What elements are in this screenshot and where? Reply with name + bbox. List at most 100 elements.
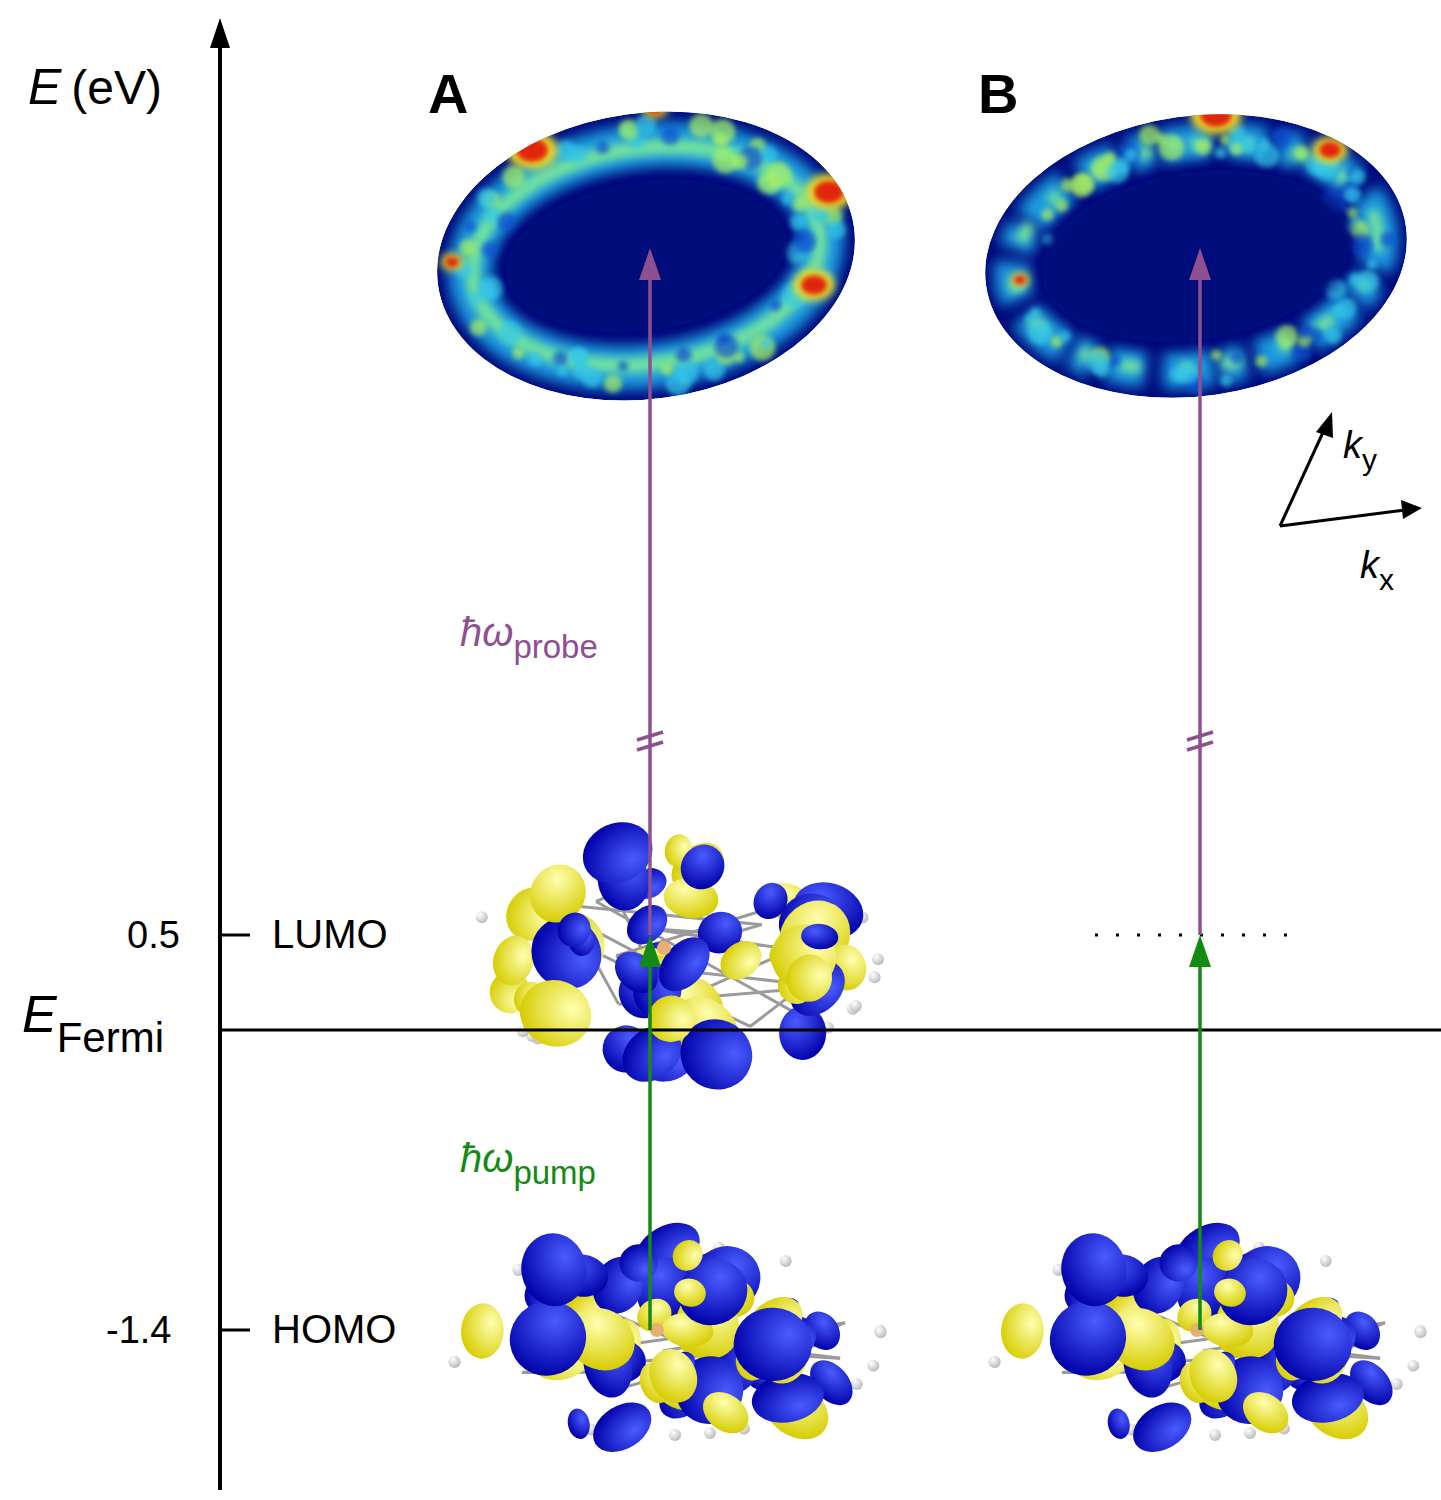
hydrogen-atom xyxy=(448,1356,460,1368)
molecular-orbital xyxy=(988,1212,1426,1462)
probe-arrow xyxy=(648,266,652,935)
fermi-label-group: EFermi xyxy=(22,988,164,1040)
orbital-lobe xyxy=(607,943,666,1001)
ky-arrowhead xyxy=(1316,412,1333,438)
intensity-speckle xyxy=(1348,168,1366,186)
orbital-lobe xyxy=(584,1392,660,1462)
intensity-speckle xyxy=(1348,272,1363,287)
panel-label: A xyxy=(428,66,468,122)
map-center xyxy=(1030,151,1363,361)
hydrogen-atom xyxy=(869,971,881,983)
hydrogen-atom xyxy=(989,1356,1001,1368)
intensity-speckle xyxy=(603,373,623,393)
intensity-speckle xyxy=(675,346,693,364)
axis-label-group: E(eV) xyxy=(28,62,162,112)
hydrogen-atom xyxy=(1209,1429,1221,1441)
orbital-lobe xyxy=(1235,1383,1296,1441)
intensity-speckle xyxy=(1240,136,1257,153)
orbital-lobe xyxy=(460,1302,505,1360)
intensity-speckle xyxy=(1349,233,1375,259)
intensity-speckle xyxy=(1210,349,1222,361)
momentum-axis-label-group: kx xyxy=(1360,546,1394,584)
intensity-hotspot xyxy=(814,181,844,204)
intensity-hotspot xyxy=(801,275,827,295)
intensity-speckle xyxy=(1343,185,1362,204)
intensity-speckle xyxy=(1086,350,1111,375)
orbital-lobe xyxy=(695,1383,756,1441)
photon-label-group: ħωpump xyxy=(460,1138,596,1178)
metal-atom xyxy=(657,941,671,955)
intensity-speckle xyxy=(496,211,517,232)
metal-atom xyxy=(650,1323,664,1337)
map-ground xyxy=(418,85,874,427)
orbital-lobe xyxy=(672,836,734,898)
pump-arrow xyxy=(1198,953,1202,1330)
intensity-speckle xyxy=(1294,144,1309,159)
intensity-speckle xyxy=(1379,231,1396,248)
intensity-hotspot xyxy=(642,98,668,117)
intensity-speckle xyxy=(476,187,498,209)
intensity-speckle xyxy=(1330,304,1344,318)
intensity-speckle xyxy=(1069,172,1095,198)
intensity-speckle xyxy=(1274,323,1300,349)
probe-arrow xyxy=(1198,266,1202,935)
fermi-level xyxy=(220,1029,1441,1032)
intensity-speckle xyxy=(731,153,749,171)
orbital-lobe xyxy=(1207,1234,1249,1277)
intensity-speckle xyxy=(673,360,699,386)
intensity-speckle xyxy=(781,193,793,205)
orbital-lobe xyxy=(1211,1275,1249,1311)
intensity-hotspot xyxy=(516,138,548,162)
level-label-group: HOMO xyxy=(272,1309,396,1349)
intensity-speckle xyxy=(1123,147,1138,162)
intensity-hotspot xyxy=(793,269,835,300)
intensity-speckle xyxy=(708,117,737,146)
intensity-speckle xyxy=(1055,198,1070,213)
intensity-hotspot xyxy=(1200,103,1232,127)
intensity-speckle xyxy=(1325,327,1343,345)
energy-value-group: -1.4 xyxy=(106,1311,171,1349)
intensity-speckle xyxy=(1366,259,1377,270)
intensity-hotspot xyxy=(1312,137,1347,163)
momentum-axis-label: k xyxy=(1343,426,1362,464)
intensity-speckle xyxy=(788,213,808,233)
axis-break xyxy=(1187,732,1213,740)
intensity-hotspot xyxy=(805,174,853,210)
intensity-speckle xyxy=(497,320,523,346)
orbital-lobe xyxy=(565,1406,592,1441)
panel-label-group: B xyxy=(978,66,1018,122)
intensity-speckle xyxy=(791,196,807,212)
intensity-hotspot xyxy=(445,257,459,268)
momentum-axis-label-group: ky xyxy=(1343,426,1377,464)
intensity-speckle xyxy=(660,125,681,146)
intensity-speckle xyxy=(1219,373,1233,387)
energy-value-group: 0.5 xyxy=(127,916,180,954)
hydrogen-atom xyxy=(780,1255,792,1267)
orbital-lobe xyxy=(778,947,840,1010)
ky-axis xyxy=(1280,428,1325,526)
molecular-orbital xyxy=(476,811,884,1103)
pump-arrow xyxy=(648,953,652,1330)
axis-label: (eV) xyxy=(71,64,162,112)
fermi-label: Fermi xyxy=(57,1017,164,1059)
intensity-speckle xyxy=(1195,139,1212,156)
intensity-speckle xyxy=(792,228,818,254)
intensity-speckle xyxy=(1058,330,1071,343)
orbital-lobe xyxy=(617,1242,660,1284)
energy-axis xyxy=(218,40,222,1490)
orbital-lobe xyxy=(641,1341,706,1411)
axis-tick xyxy=(220,1329,250,1332)
orbital-lobe xyxy=(747,876,794,925)
level-label-group: LUMO xyxy=(272,914,388,954)
intensity-speckle xyxy=(458,238,477,257)
orbital-lobe xyxy=(1124,1392,1200,1462)
metal-atom xyxy=(1190,1323,1204,1337)
intensity-hotspot xyxy=(1190,96,1241,134)
intensity-speckle xyxy=(464,220,477,233)
intensity-speckle xyxy=(1253,142,1281,170)
intensity-ring xyxy=(999,120,1393,391)
intensity-hotspot xyxy=(441,254,463,271)
hydrogen-atom xyxy=(449,1356,461,1368)
